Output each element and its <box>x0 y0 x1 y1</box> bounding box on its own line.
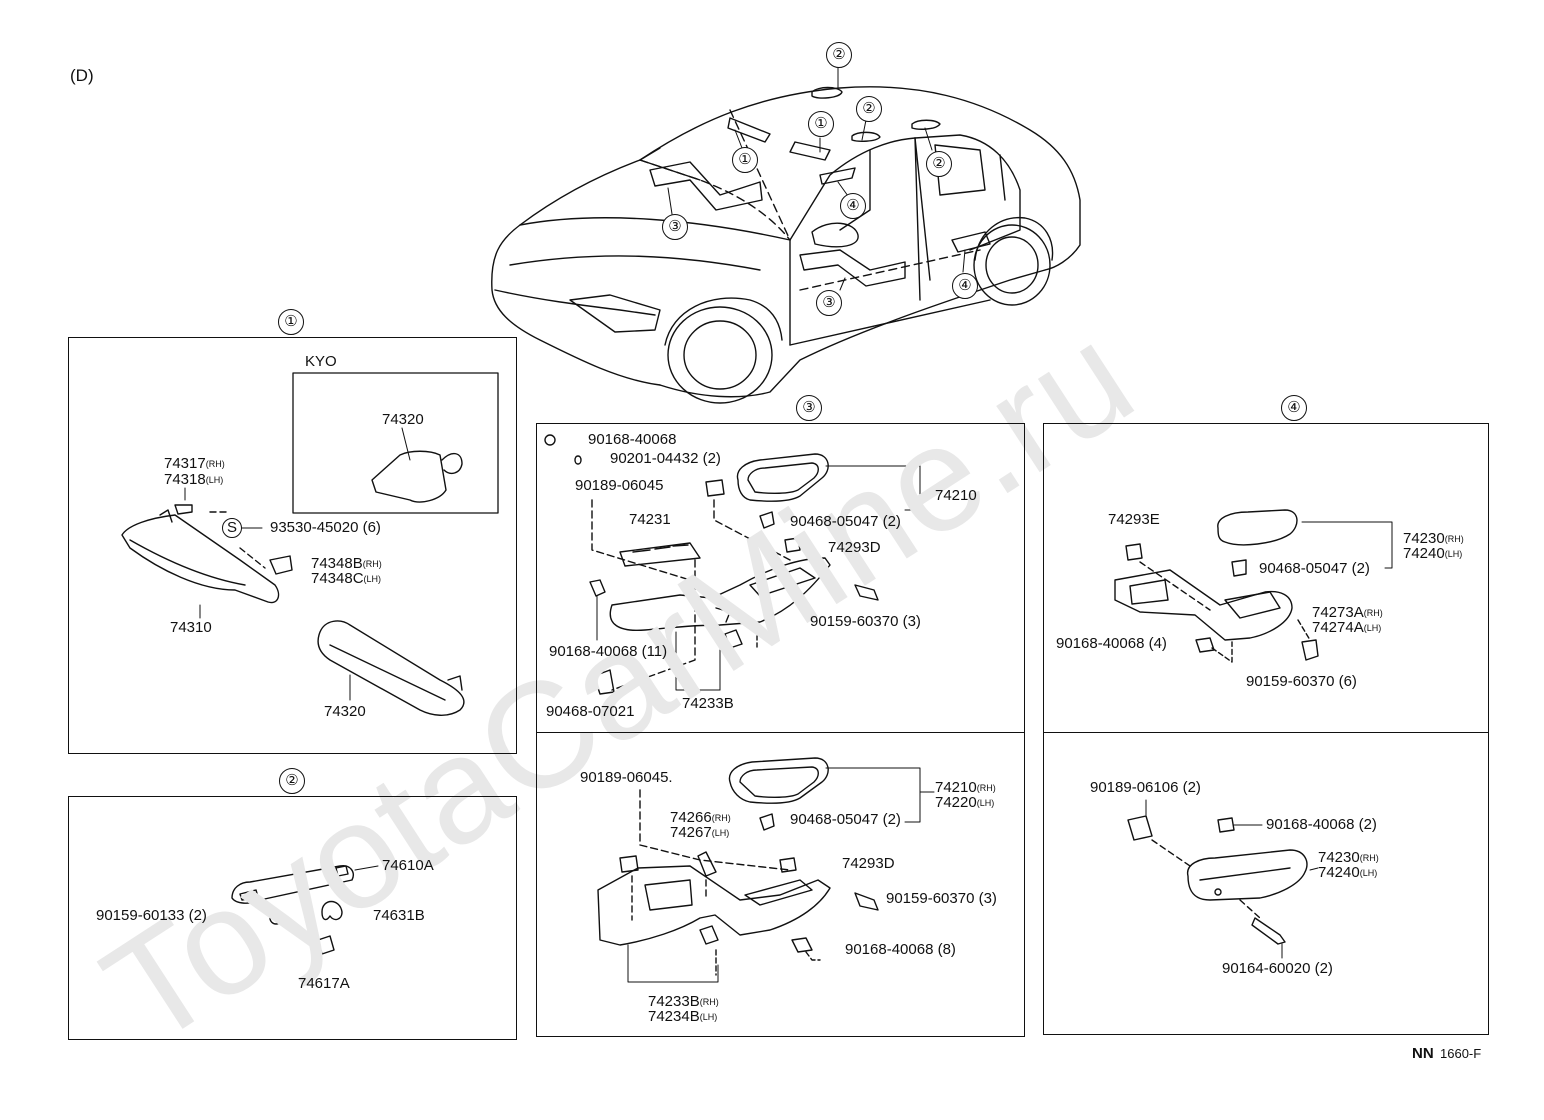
part-90201-04432: 90201-04432 (2) <box>610 450 721 467</box>
part-74266: 74266(RH) <box>670 809 731 826</box>
kyo-label: KYO <box>305 353 337 370</box>
part-74240-a: 74240(LH) <box>1403 545 1463 562</box>
part-74233b-a: 74233B <box>682 695 734 712</box>
panel4-upper-drawing <box>1114 509 1393 663</box>
part-74233b-b: 74233B(RH) <box>648 993 719 1010</box>
panel3-upper-drawing <box>544 434 935 695</box>
part-90164-60020: 90164-60020 (2) <box>1222 960 1333 977</box>
part-74210-a: 74210 <box>935 487 977 504</box>
part-74210-b: 74210(RH) <box>935 779 996 796</box>
car-callout-2a: ② <box>826 42 852 68</box>
part-74230-b: 74230(RH) <box>1318 849 1379 866</box>
part-90468-05047-c: 90468-05047 (2) <box>1259 560 1370 577</box>
part-93530-45020: 93530-45020 (6) <box>270 519 381 536</box>
part-90189-06045-b: 90189-06045. <box>580 769 673 786</box>
part-74293d-b: 74293D <box>842 855 895 872</box>
panel3-lower-drawing <box>597 757 935 983</box>
panel1-title: ① <box>278 309 304 335</box>
car-callout-3a: ③ <box>662 214 688 240</box>
part-74230-a: 74230(RH) <box>1403 530 1464 547</box>
panel-3 <box>536 423 1025 1037</box>
panel2-drawing <box>231 865 379 955</box>
part-90468-05047-a: 90468-05047 (2) <box>790 513 901 530</box>
part-74273a: 74273A(RH) <box>1312 604 1383 621</box>
part-90159-60370-c: 90159-60370 (6) <box>1246 673 1357 690</box>
view-label: (D) <box>70 66 94 85</box>
part-74318: 74318(LH) <box>164 471 224 488</box>
car-callout-2b: ② <box>856 96 882 122</box>
part-74267: 74267(LH) <box>670 824 730 841</box>
part-90468-05047-b: 90468-05047 (2) <box>790 811 901 828</box>
car-callout-1b: ① <box>808 111 834 137</box>
part-90168-40068-c: 90168-40068 (8) <box>845 941 956 958</box>
part-74610a: 74610A <box>382 857 434 874</box>
part-74348c: 74348C(LH) <box>311 570 382 587</box>
part-90168-40068-b: 90168-40068 (11) <box>549 643 668 660</box>
panel-4-divider <box>1043 732 1489 733</box>
s-mark: S <box>222 518 242 538</box>
part-90159-60370-a: 90159-60370 (3) <box>810 613 921 630</box>
panel2-title: ② <box>279 768 305 794</box>
part-90189-06045-a: 90189-06045 <box>575 477 664 494</box>
part-90159-60133: 90159-60133 (2) <box>96 907 207 924</box>
panel4-title: ④ <box>1281 395 1307 421</box>
figure-code-prefix: NN <box>1412 1045 1434 1062</box>
kyo-part-74320: 74320 <box>382 411 424 428</box>
panel-2 <box>68 796 517 1040</box>
part-74220: 74220(LH) <box>935 794 995 811</box>
car-callout-1a: ① <box>732 147 758 173</box>
part-74234b: 74234B(LH) <box>648 1008 718 1025</box>
part-74310: 74310 <box>170 619 212 636</box>
part-74293e: 74293E <box>1108 511 1160 528</box>
car-callout-4b: ④ <box>952 273 978 299</box>
part-90168-40068-e: 90168-40068 (2) <box>1266 816 1377 833</box>
part-74240-b: 74240(LH) <box>1318 864 1378 881</box>
panel4-lower-drawing <box>1127 799 1319 959</box>
car-callout-3b: ③ <box>816 290 842 316</box>
part-90168-40068-d: 90168-40068 (4) <box>1056 635 1167 652</box>
panel1-drawing <box>121 372 499 716</box>
figure-code: 1660-F <box>1440 1046 1482 1061</box>
part-90468-07021: 90468-07021 <box>546 703 635 720</box>
part-90189-06106: 90189-06106 (2) <box>1090 779 1201 796</box>
part-74320: 74320 <box>324 703 366 720</box>
part-74231: 74231 <box>629 511 671 528</box>
panel-3-divider <box>536 732 1025 733</box>
car-callout-4a: ④ <box>840 193 866 219</box>
part-74317: 74317(RH) <box>164 455 225 472</box>
part-74617a: 74617A <box>298 975 350 992</box>
panel3-title: ③ <box>796 395 822 421</box>
part-74293d-a: 74293D <box>828 539 881 556</box>
part-90168-40068-a: 90168-40068 <box>588 431 677 448</box>
part-74348b: 74348B(RH) <box>311 555 382 572</box>
car-callout-2c: ② <box>926 151 952 177</box>
car-illustration <box>491 67 1081 404</box>
part-74274a: 74274A(LH) <box>1312 619 1382 636</box>
part-74631b: 74631B <box>373 907 425 924</box>
panel-1 <box>68 337 517 754</box>
part-90159-60370-b: 90159-60370 (3) <box>886 890 997 907</box>
panel-4 <box>1043 423 1489 1035</box>
